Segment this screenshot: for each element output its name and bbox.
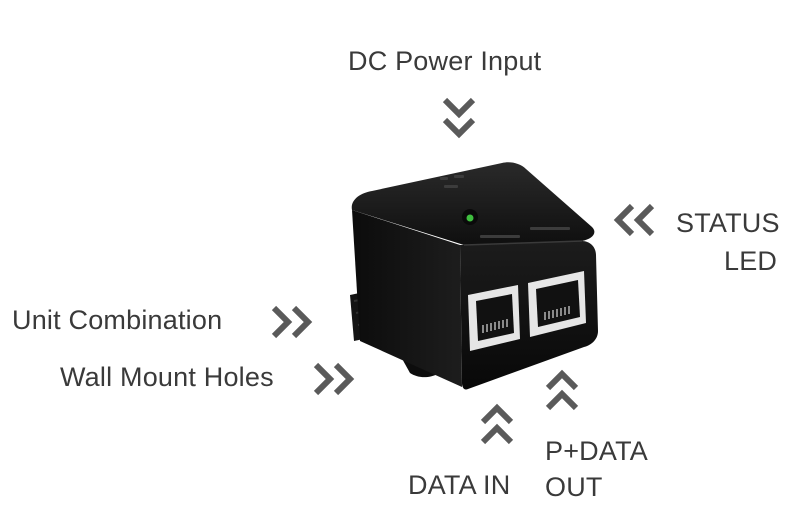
pdata-out-label-line1: P+DATA [545,436,648,466]
chevron-double-left-icon [613,203,655,237]
device-top-face [351,162,595,245]
wall-mount-holes-label: Wall Mount Holes [60,362,274,392]
dc-power-input-label: DC Power Input [348,46,542,76]
status-led-label-line2: LED [724,246,778,276]
rj45-port-pdata-out [528,271,586,337]
rj45-port-data-in [468,285,520,351]
chevron-double-down-icon [442,97,476,139]
chevron-double-right-icon [271,305,313,339]
chevron-double-up-icon [480,403,514,445]
unit-combination-label: Unit Combination [12,305,223,335]
device-edge-highlight [463,240,583,246]
chevron-double-right-icon [313,362,355,396]
status-led [462,209,478,225]
top-printing [440,175,570,238]
device-side-face [352,210,462,387]
chevron-double-up-icon [545,369,579,411]
data-in-label: DATA IN [408,470,511,500]
pdata-out-label-line2: OUT [545,472,603,502]
status-led-label-line1: STATUS [676,208,780,238]
poe-injector-device [350,162,598,390]
